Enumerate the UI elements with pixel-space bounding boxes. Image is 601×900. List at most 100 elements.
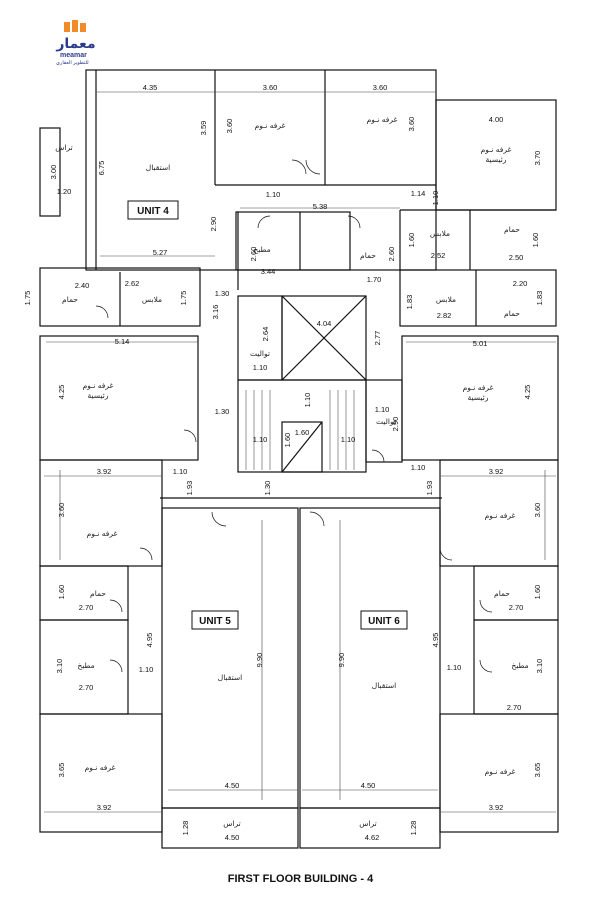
room-master-bedroom-suffix: رئيسية xyxy=(486,155,507,164)
dimension-label: 4.95 xyxy=(145,633,154,648)
dimension-label: 1.10 xyxy=(173,467,188,476)
room-closet: ملابس xyxy=(430,229,450,238)
dimension-label: 1.75 xyxy=(23,291,32,306)
dimension-label: 3.00 xyxy=(49,165,58,180)
dimension-label: 2.40 xyxy=(75,281,90,290)
dimension-label: 1.10 xyxy=(431,191,440,206)
dimension-label: 1.30 xyxy=(215,407,230,416)
unit-4-label: UNIT 4 xyxy=(137,206,169,217)
dimension-label: 2.60 xyxy=(249,247,258,262)
dimension-label: 4.00 xyxy=(489,115,504,124)
room-bedroom: غرفه نـوم xyxy=(367,115,398,124)
dimension-label: 1.10 xyxy=(266,190,281,199)
plan-title: FIRST FLOOR BUILDING - 4 xyxy=(227,873,374,885)
dimension-label: 3.60 xyxy=(407,117,416,132)
dimension-label: 4.50 xyxy=(361,781,376,790)
dimension-label: 1.60 xyxy=(283,433,292,448)
dimension-label: 2.90 xyxy=(209,217,218,232)
dimension-label: 1.60 xyxy=(295,428,310,437)
unit-6-label: UNIT 6 xyxy=(368,616,400,627)
dimension-label: 3.60 xyxy=(57,503,66,518)
dimension-label: 4.62 xyxy=(365,833,380,842)
dimension-label: 2.77 xyxy=(373,331,382,346)
logo-word: meamar xyxy=(60,52,87,59)
room-bath: حمام xyxy=(494,589,510,598)
room-kitchen: مطبخ xyxy=(77,661,94,670)
dimension-label: 2.70 xyxy=(79,603,94,612)
dimension-label: 1.60 xyxy=(407,233,416,248)
room-bedroom: غرفه نـوم xyxy=(485,767,516,776)
dimension-label: 5.14 xyxy=(115,337,130,346)
room-toilet: تواليت xyxy=(250,349,270,358)
dimension-label: 3.65 xyxy=(57,763,66,778)
dimension-label: 4.25 xyxy=(57,385,66,400)
dimension-label: 4.04 xyxy=(317,319,332,328)
dimension-label: 9.90 xyxy=(255,653,264,668)
dimension-label: 3.92 xyxy=(489,467,504,476)
dimension-label: 3.60 xyxy=(263,83,278,92)
room-kitchen: مطبخ xyxy=(253,245,270,254)
room-living: استقبال xyxy=(146,163,170,172)
dimension-label: 1.70 xyxy=(367,275,382,284)
dimension-label: 1.93 xyxy=(185,481,194,496)
dimension-label: 2.20 xyxy=(513,279,528,288)
dimension-label: 3.92 xyxy=(489,803,504,812)
room-labels: تراس استقبال غرفه نـوم غرفه نـوم غرفه نـ… xyxy=(55,115,528,828)
dimension-lines xyxy=(44,91,556,813)
dimension-label: 1.14 xyxy=(411,189,426,198)
stairs xyxy=(245,390,355,470)
dimension-label: 1.30 xyxy=(263,481,272,496)
dimension-label: 5.01 xyxy=(473,339,488,348)
room-terrace: تراس xyxy=(55,143,72,152)
dimension-label: 3.10 xyxy=(55,659,64,674)
room-bedroom: غرفه نـوم xyxy=(85,763,116,772)
room-master-bedroom: غرفه نـوم xyxy=(83,381,114,390)
dimension-label: 3.92 xyxy=(97,803,112,812)
room-living: استقبال xyxy=(372,681,396,690)
dimension-label: 9.90 xyxy=(337,653,346,668)
dimension-label: 3.60 xyxy=(373,83,388,92)
room-bedroom: غرفه نـوم xyxy=(255,121,286,130)
dimension-label: 4.50 xyxy=(225,781,240,790)
dimension-label: 5.27 xyxy=(153,248,168,257)
doors xyxy=(95,159,493,673)
dimension-label: 4.95 xyxy=(431,633,440,648)
dimension-label: 1.10 xyxy=(375,405,390,414)
dimension-label: 1.10 xyxy=(303,393,312,408)
logo-subtitle: للتطوير العقاري xyxy=(56,60,89,66)
dimension-label: 1.75 xyxy=(179,291,188,306)
room-bath: حمام xyxy=(90,589,106,598)
room-closet: ملابس xyxy=(436,295,456,304)
dimension-label: 3.59 xyxy=(199,121,208,136)
dimension-label: 2.64 xyxy=(261,327,270,342)
dimension-label: 1.83 xyxy=(535,291,544,306)
dimension-labels: 4.35 3.60 3.60 3.59 3.60 3.60 4.00 3.70 … xyxy=(23,83,544,842)
dimension-label: 3.16 xyxy=(211,305,220,320)
dimension-label: 1.10 xyxy=(253,435,268,444)
dimension-label: 3.60 xyxy=(533,503,542,518)
dimension-label: 2.62 xyxy=(125,279,140,288)
room-master-bedroom: غرفه نـوم xyxy=(481,145,512,154)
dimension-label: 3.10 xyxy=(535,659,544,674)
room-bath: حمام xyxy=(62,295,78,304)
dimension-label: 2.52 xyxy=(431,251,446,260)
dimension-label: 3.92 xyxy=(97,467,112,476)
dimension-label: 1.60 xyxy=(531,233,540,248)
dimension-label: 3.60 xyxy=(225,119,234,134)
dimension-label: 4.25 xyxy=(523,385,532,400)
dimension-label: 3.70 xyxy=(533,151,542,166)
room-bedroom: غرفه نـوم xyxy=(87,529,118,538)
dimension-label: 1.83 xyxy=(405,295,414,310)
room-terrace: تراس xyxy=(223,819,240,828)
room-master-bedroom: غرفه نـوم xyxy=(463,383,494,392)
dimension-label: 1.20 xyxy=(57,187,72,196)
dimension-label: 2.90 xyxy=(391,417,400,432)
dimension-label: 1.10 xyxy=(139,665,154,674)
dimension-label: 1.10 xyxy=(253,363,268,372)
dimension-label: 2.70 xyxy=(509,603,524,612)
dimension-label: 1.28 xyxy=(409,821,418,836)
room-bath: حمام xyxy=(504,309,520,318)
room-living: استقبال xyxy=(218,673,242,682)
room-bath: حمام xyxy=(504,225,520,234)
